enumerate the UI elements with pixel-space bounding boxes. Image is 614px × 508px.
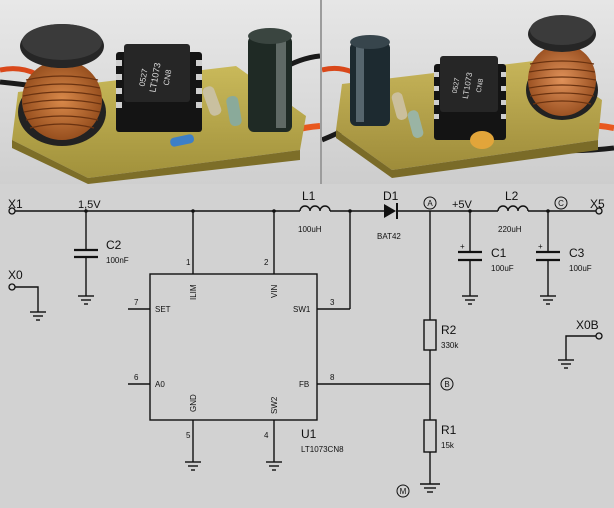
chip-text: 0527: [138, 67, 150, 87]
terminal-x0: [8, 283, 16, 291]
svg-text:+: +: [538, 242, 543, 251]
ic-chip: LT1073 CN8 0527: [434, 56, 506, 140]
net-vout-label: +5V: [452, 199, 473, 211]
toroid-inductor: [18, 24, 106, 146]
terminal-x0b-label: X0B: [576, 318, 599, 332]
pin-sw2-name: SW2: [270, 396, 279, 414]
circuit-photo-left: LT1073 CN8 0527: [0, 0, 320, 184]
c1-value: 100uF: [491, 264, 514, 273]
l2-ref: L2: [505, 189, 519, 203]
chip-text: CN8: [476, 78, 485, 93]
node-b-marker: [440, 377, 454, 391]
pin-vin-name: VIN: [270, 284, 279, 298]
l1-value: 100uH: [298, 225, 322, 234]
pin-set-name: SET: [155, 305, 171, 314]
d1-value: BAT42: [377, 232, 401, 241]
r1-value: 15k: [441, 441, 455, 450]
pin-sw2-number: 4: [264, 431, 269, 440]
chip-text: 0527: [452, 77, 462, 94]
photo-divider: [320, 0, 322, 184]
node-m-marker: [396, 484, 410, 498]
terminal-x1-label: X1: [8, 197, 23, 211]
node-a-marker: [423, 196, 437, 210]
small-capacitor: [170, 134, 195, 147]
resistor: [202, 86, 242, 127]
red-wire: [322, 65, 353, 75]
node-c-label: C: [558, 199, 564, 208]
pin-a0-number: 6: [134, 373, 139, 382]
toroid-inductor: [526, 15, 598, 120]
l1-ref: L1: [302, 189, 316, 203]
node-c-marker: [554, 196, 568, 210]
net-vin-label: 1,5V: [78, 199, 101, 211]
resistor-r2: [423, 319, 437, 351]
node-m-label: M: [400, 487, 407, 496]
r1-ref: R1: [441, 423, 457, 437]
pin-fb-name: FB: [299, 380, 309, 389]
pin-set-number: 7: [134, 298, 139, 307]
pin-vin-number: 2: [264, 258, 269, 267]
ground-symbol: [420, 483, 440, 493]
ground-symbol: [30, 311, 46, 321]
ground-symbol: [185, 461, 201, 471]
c3-ref: C3: [569, 246, 585, 260]
electrolytic-capacitor: [248, 28, 292, 132]
svg-text:+: +: [460, 242, 465, 251]
ic-part: LT1073CN8: [301, 445, 344, 454]
resistor-r1: [423, 419, 437, 453]
pin-a0-name: A0: [155, 380, 165, 389]
schematic-diagram: + +: [8, 189, 605, 498]
r2-ref: R2: [441, 323, 457, 337]
l2-value: 220uH: [498, 225, 522, 234]
pin-fb-number: 8: [330, 373, 335, 382]
ground-symbol: [462, 295, 478, 305]
ground-symbol: [558, 359, 574, 369]
electrolytic-capacitor: [350, 35, 390, 126]
node-b-label: B: [444, 380, 449, 389]
terminal-x5: [595, 207, 603, 215]
terminal-x0b: [595, 332, 603, 340]
ground-symbol: [266, 461, 282, 471]
chip-text: CN8: [162, 68, 174, 86]
ground-symbol: [540, 295, 556, 305]
ground-symbol: [78, 295, 94, 305]
pin-gnd-number: 5: [186, 431, 191, 440]
diode-d1: [384, 203, 398, 219]
resistor: [391, 92, 424, 138]
pin-ilim-name: ILIM: [189, 284, 198, 300]
terminal-x1: [8, 207, 16, 215]
ic-chip: LT1073 CN8 0527: [116, 44, 202, 132]
tantalum-capacitor: [470, 131, 494, 149]
pin-sw1-name: SW1: [293, 305, 311, 314]
c2-value: 100nF: [106, 256, 129, 265]
terminal-x0-label: X0: [8, 268, 23, 282]
pin-gnd-name: GND: [189, 394, 198, 412]
c2-ref: C2: [106, 238, 122, 252]
d1-ref: D1: [383, 189, 399, 203]
c3-value: 100uF: [569, 264, 592, 273]
pin-ilim-number: 1: [186, 258, 191, 267]
node-a-label: A: [427, 199, 433, 208]
ic-ref: U1: [301, 427, 317, 441]
r2-value: 330k: [441, 341, 459, 350]
terminal-x5-label: X5: [590, 197, 605, 211]
circuit-photo-right: LT1073 CN8 0527: [322, 0, 614, 184]
c1-ref: C1: [491, 246, 507, 260]
pin-sw1-number: 3: [330, 298, 335, 307]
